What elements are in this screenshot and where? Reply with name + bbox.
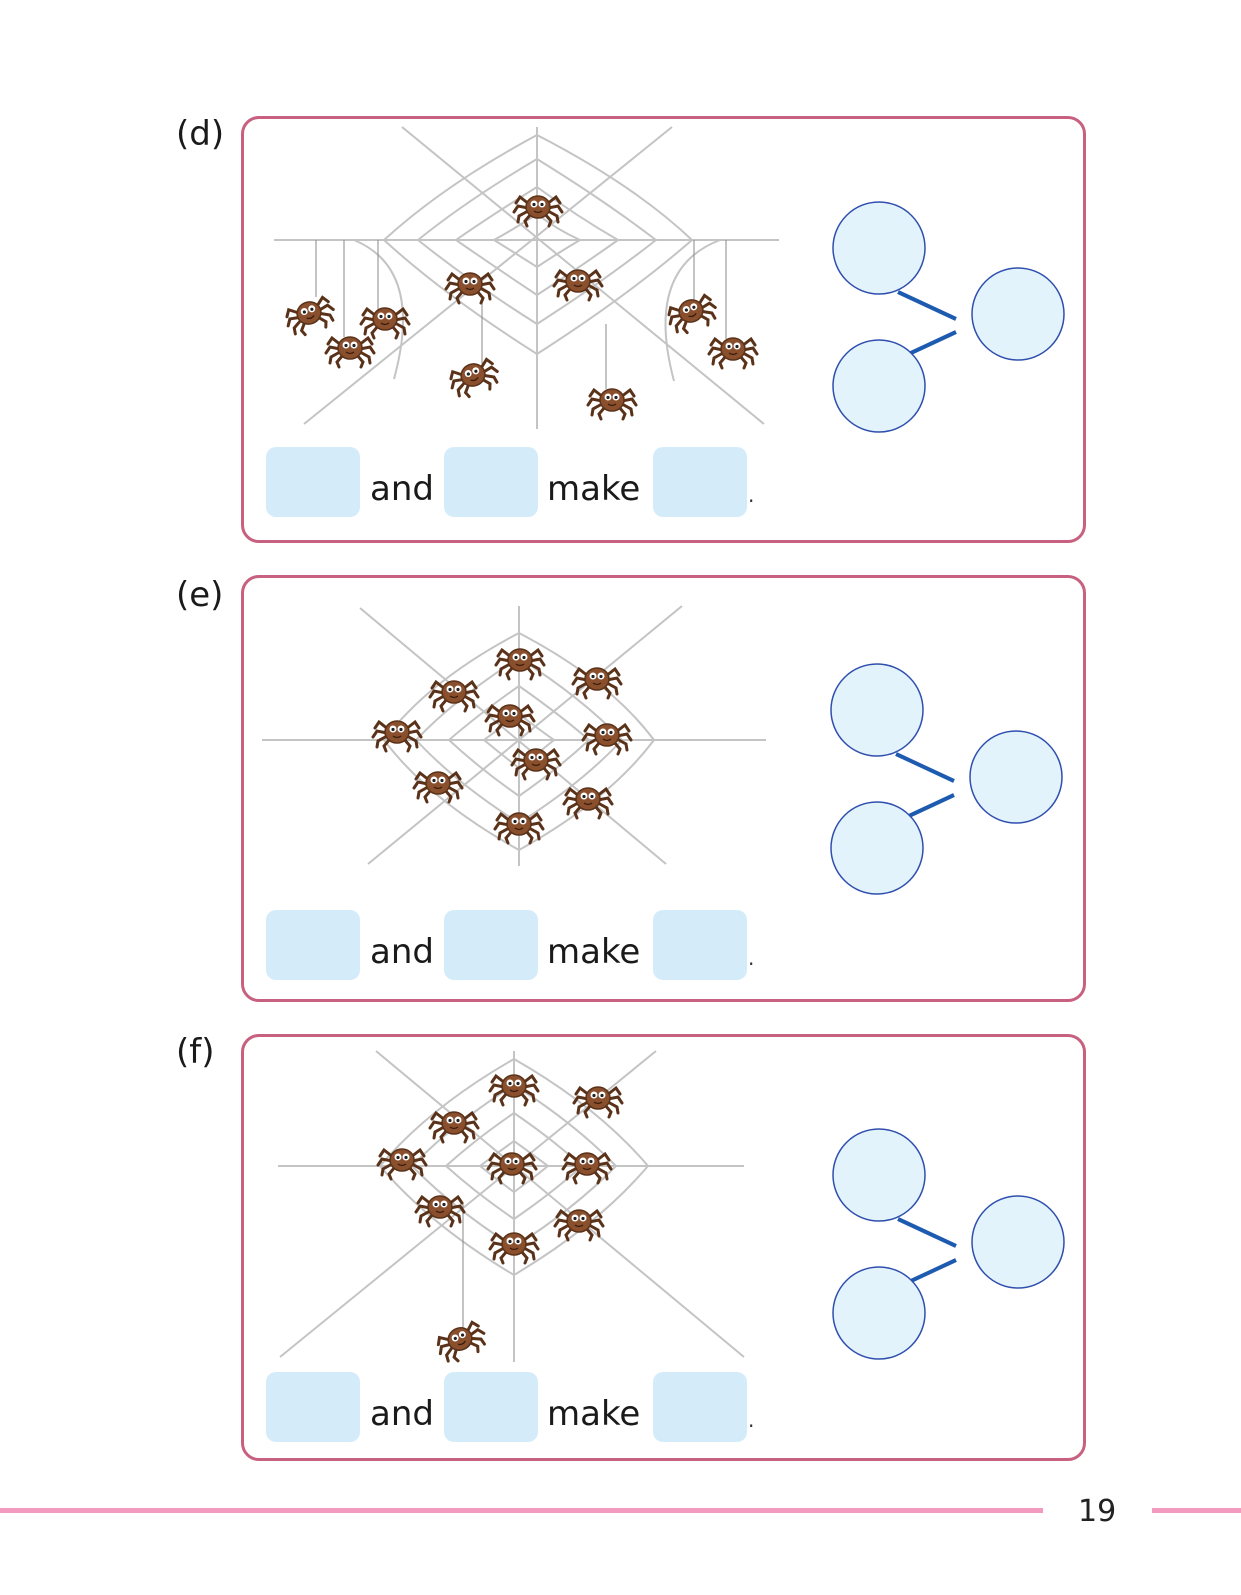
spider-icon [281,292,340,341]
answer-sentence: and make . [266,447,786,519]
word-make: make [547,1394,641,1434]
spider-icon [707,336,759,370]
bond-part-circle-top[interactable] [830,663,924,757]
answer-box-part2[interactable] [444,910,538,980]
footer-rule-right [1152,1508,1241,1513]
problem-card-f: and make . [241,1034,1086,1461]
spider-icon [371,719,423,753]
sentence-period: . [748,946,755,970]
word-make: make [547,469,641,509]
word-and: and [370,932,434,972]
spider-icon [428,1110,480,1144]
sentence-period: . [748,1408,755,1432]
answer-box-part2[interactable] [444,1372,538,1442]
answer-box-whole[interactable] [653,910,747,980]
spider-icon [376,1147,428,1181]
answer-sentence: and make . [266,910,786,982]
bond-line-top [897,1217,957,1248]
answer-sentence: and make . [266,1372,786,1444]
answer-box-part2[interactable] [444,447,538,517]
spider-icon [432,1317,492,1367]
bond-part-circle-bottom[interactable] [832,1266,926,1360]
number-bond-diagram [832,1128,1065,1360]
word-and: and [370,469,434,509]
spider-web-illustration [278,1050,745,1367]
spider-icon [586,387,638,421]
bond-line-top [895,752,955,783]
spider-icon [445,354,504,403]
answer-box-part1[interactable] [266,447,360,517]
number-bond-diagram [832,201,1065,433]
problem-label-d: (d) [176,114,225,154]
bond-part-circle-top[interactable] [832,1128,926,1222]
sentence-period: . [748,483,755,507]
bond-whole-circle[interactable] [971,1195,1065,1289]
word-and: and [370,1394,434,1434]
bond-line-top [897,290,957,321]
spider-web-illustration [262,605,766,866]
bond-whole-circle[interactable] [971,267,1065,361]
bond-part-circle-bottom[interactable] [830,801,924,895]
page-number: 19 [1078,1494,1117,1529]
spider-icon [324,335,376,369]
bond-part-circle-bottom[interactable] [832,339,926,433]
answer-box-whole[interactable] [653,447,747,517]
answer-box-part1[interactable] [266,1372,360,1442]
problem-card-e: and make . [241,575,1086,1002]
answer-box-part1[interactable] [266,910,360,980]
spider-icon [571,666,623,700]
problem-label-f: (f) [176,1032,215,1072]
bond-part-circle-top[interactable] [832,201,926,295]
problem-label-e: (e) [176,575,224,615]
bond-whole-circle[interactable] [969,730,1063,824]
footer-rule-left [0,1508,1043,1513]
word-make: make [547,932,641,972]
number-bond-diagram [830,663,1063,895]
answer-box-whole[interactable] [653,1372,747,1442]
spider-icon [663,290,722,339]
problem-card-d: and make . [241,116,1086,543]
spider-web-illustration [274,126,779,429]
